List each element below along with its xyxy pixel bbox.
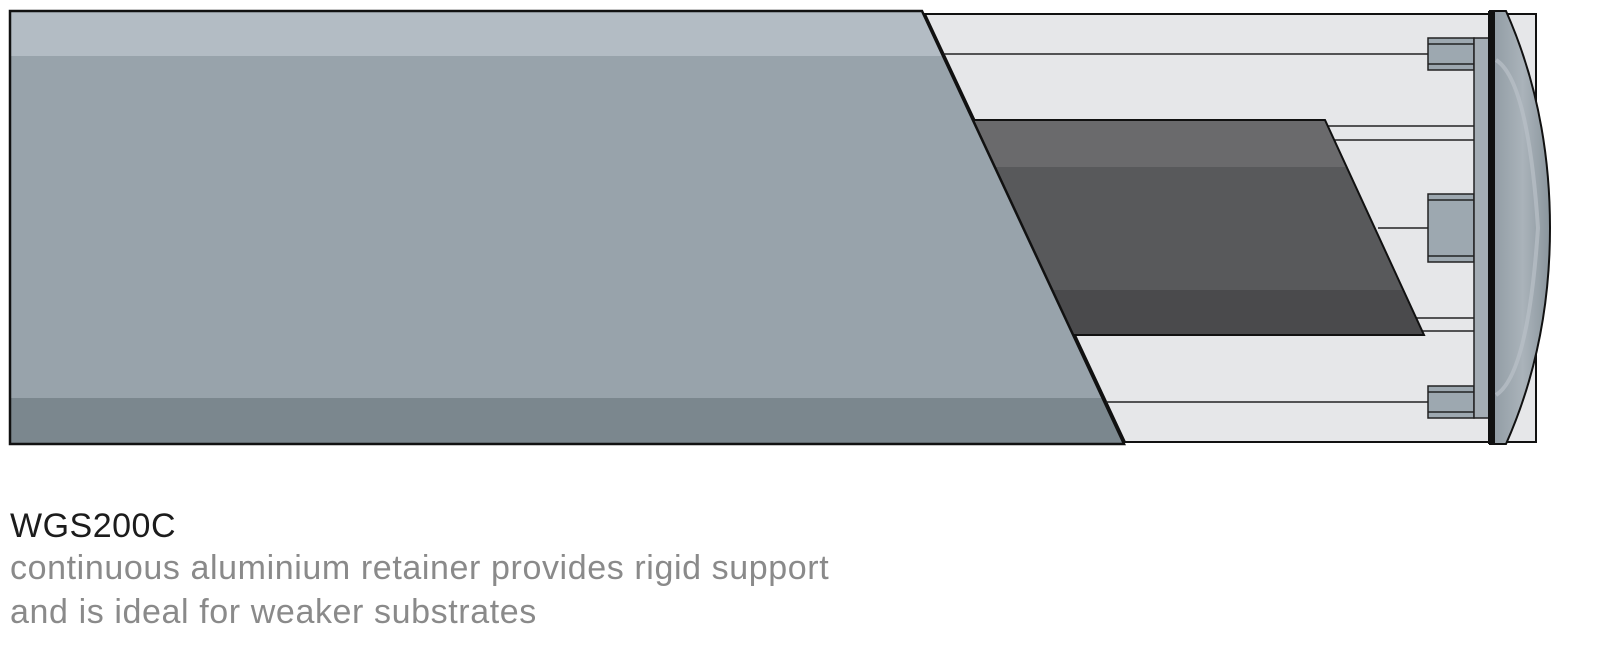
description-line-1: continuous aluminium retainer provides r… <box>10 549 830 587</box>
clip-top <box>1427 37 1475 71</box>
model-number: WGS200C <box>10 507 176 545</box>
clip-bottom <box>1427 385 1475 419</box>
end-cap-edge <box>1488 11 1495 444</box>
retainer-outline <box>8 9 1126 446</box>
retainer-cross-section-drawing <box>8 9 1552 446</box>
end-cap-highlight <box>1494 58 1541 397</box>
retaining-clips <box>1427 37 1475 419</box>
substrate-panel <box>971 119 1426 336</box>
retainer-face <box>10 11 1124 444</box>
description-line-2: and is ideal for weaker substrates <box>10 593 537 631</box>
retainer-bottom-band <box>10 398 1124 444</box>
product-caption: WGS200C continuous aluminium retainer pr… <box>10 506 1210 634</box>
end-backing-strip <box>1473 37 1491 419</box>
substrate-band-top <box>973 120 1347 167</box>
substrate-band-bottom <box>1052 290 1424 335</box>
aluminium-retainer-body <box>8 9 1126 446</box>
end-cap <box>1489 10 1552 445</box>
substrate-band-middle <box>995 167 1403 290</box>
clip-middle <box>1427 193 1475 263</box>
retainer-top-band <box>10 11 943 56</box>
